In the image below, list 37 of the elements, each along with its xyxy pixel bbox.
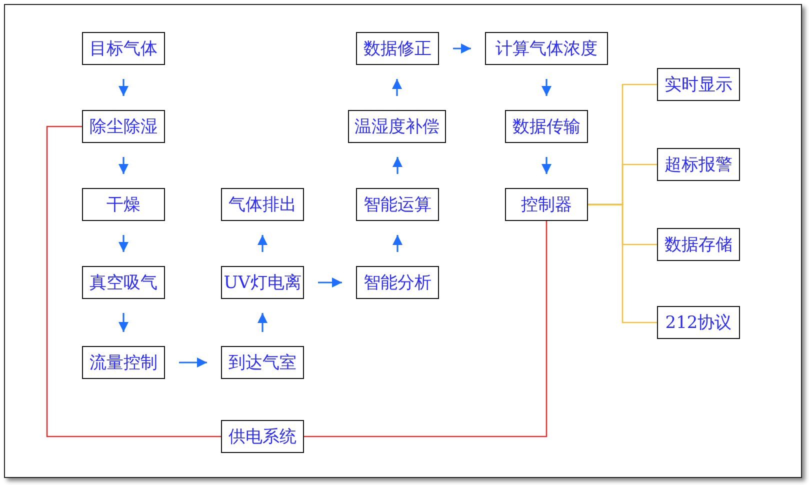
process-box: 212协议	[657, 306, 740, 339]
arrow	[392, 157, 402, 174]
arrow	[118, 157, 128, 174]
process-box: 目标气体	[82, 32, 165, 65]
process-box: 计算气体浓度	[485, 32, 608, 65]
arrow	[258, 313, 268, 332]
process-box: 数据修正	[356, 32, 439, 65]
process-box: 智能运算	[356, 188, 439, 221]
process-box: 气体排出	[221, 188, 304, 221]
process-box: 流量控制	[82, 346, 165, 379]
connector-line	[588, 204, 657, 324]
process-box: 除尘除湿	[82, 110, 165, 143]
arrow	[179, 358, 207, 368]
arrow	[392, 235, 402, 252]
arrow	[118, 79, 128, 96]
process-box: UV灯电离	[221, 266, 304, 299]
process-box: 到达气室	[221, 346, 304, 379]
process-box: 温湿度补偿	[348, 110, 446, 143]
arrow	[258, 235, 268, 252]
arrow	[453, 44, 471, 54]
process-box: 实时显示	[657, 68, 740, 101]
connector-line	[46, 126, 221, 438]
process-box: 控制器	[505, 188, 588, 221]
process-box: 超标报警	[657, 148, 740, 181]
arrow	[392, 79, 402, 96]
arrow	[318, 278, 342, 288]
process-box: 数据传输	[505, 110, 588, 143]
process-box: 供电系统	[221, 420, 304, 453]
arrow	[118, 235, 128, 252]
process-box: 干燥	[82, 188, 165, 221]
process-box: 数据存储	[657, 228, 740, 261]
arrow	[542, 157, 552, 174]
connector-line	[304, 221, 548, 438]
arrow	[542, 79, 552, 96]
arrow	[118, 313, 128, 332]
process-box: 智能分析	[356, 266, 439, 299]
process-box: 真空吸气	[82, 266, 165, 299]
